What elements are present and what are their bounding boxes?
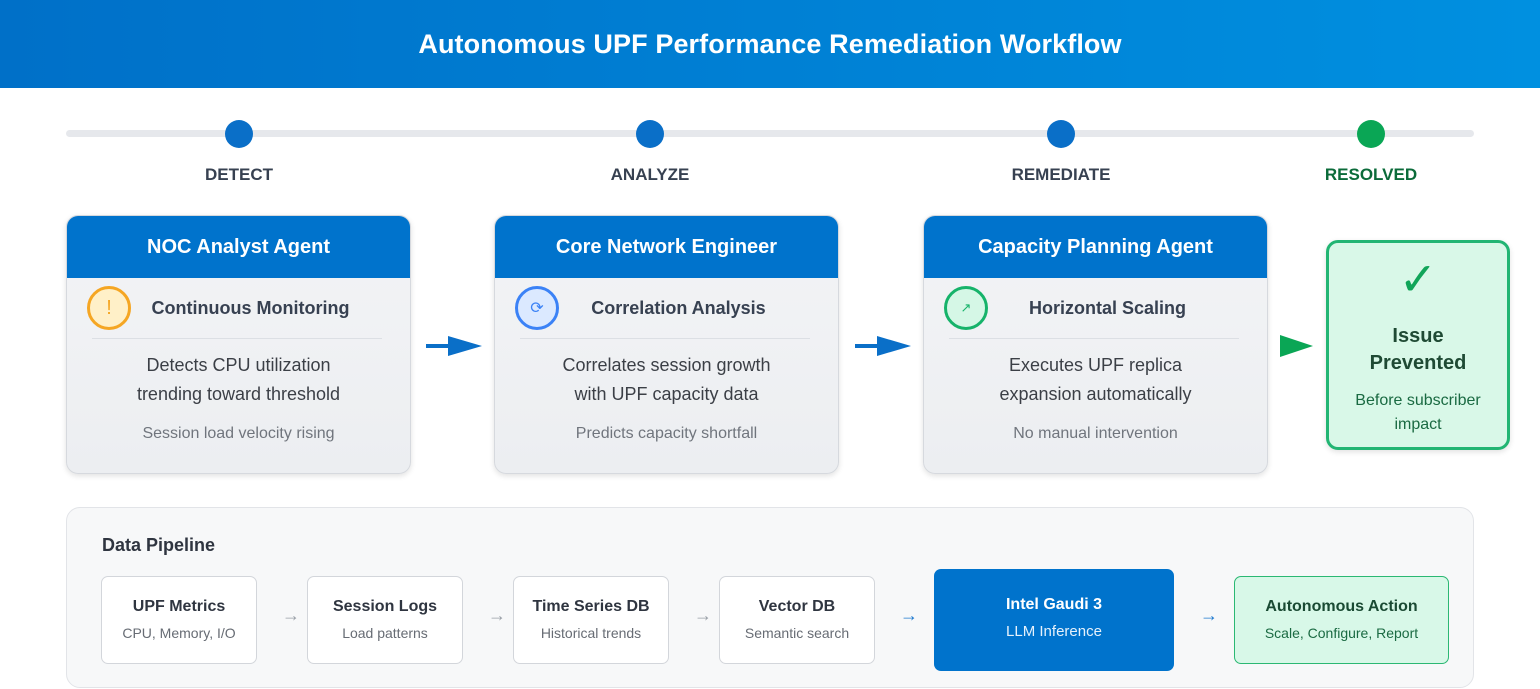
agent-name: Core Network Engineer [495,216,838,278]
arrow-right-icon: → [1200,605,1218,625]
node-title: Intel Gaudi 3 [1005,596,1102,613]
agent-task-row: ! Continuous Monitoring [67,278,410,338]
node-title: UPF Metrics [132,598,226,615]
node-title: Session Logs [332,598,438,615]
arrow-right-icon: → [488,605,506,625]
description-line: trending toward threshold [136,384,341,404]
agent-task-title: Correlation Analysis [591,297,766,318]
agent-name: NOC Analyst Agent [67,216,410,278]
data-pipeline-panel: Data Pipeline UPF Metrics CPU, Memory, I… [66,507,1474,688]
description-line: Correlates session growth [562,355,771,375]
pipeline-node-time-series-db: Time Series DB Historical trends [513,576,669,664]
arrow-right-icon: → [282,605,300,625]
node-subtitle: Load patterns [342,625,428,641]
pipeline-node-vector-db: Vector DB Semantic search [719,576,875,664]
agent-name: Capacity Planning Agent [924,216,1267,278]
agent-task-row: ↗ Horizontal Scaling [924,278,1267,338]
pipeline-node-upf-metrics: UPF Metrics CPU, Memory, I/O [101,576,257,664]
flow-arrow-icon [426,336,482,356]
agent-card-capacity-planning: Capacity Planning Agent ↗ Horizontal Sca… [923,215,1268,474]
divider [92,338,382,339]
play-arrow-icon [1280,335,1313,357]
divider [520,338,810,339]
description-line: expansion automatically [999,384,1192,404]
progress-timeline-track [66,130,1474,137]
stage-dot-detect [225,120,253,148]
node-title: Time Series DB [532,598,650,615]
agent-task-row: ⟳ Correlation Analysis [495,278,838,338]
agent-note: Session load velocity rising [142,425,335,442]
outcome-subtitle: Before subscriber impact [1329,389,1507,437]
description-line: Executes UPF replica [1008,355,1183,375]
checkmark-icon: ✓ [1398,253,1438,305]
stage-label-resolved: RESOLVED [1324,165,1418,184]
divider [949,338,1239,339]
node-subtitle: Semantic search [744,625,850,641]
agent-card-core-network-engineer: Core Network Engineer ⟳ Correlation Anal… [494,215,839,474]
agent-description: Executes UPF replica expansion automatic… [924,351,1267,409]
arrow-right-icon: → [694,605,712,625]
agent-note: Predicts capacity shortfall [575,425,758,442]
node-subtitle: LLM Inference [1006,623,1102,640]
refresh-icon: ⟳ [515,286,559,330]
node-title: Vector DB [758,598,836,615]
pipeline-node-session-logs: Session Logs Load patterns [307,576,463,664]
stage-label-detect: DETECT [205,165,273,184]
node-subtitle: Scale, Configure, Report [1264,625,1419,641]
description-line: with UPF capacity data [574,384,759,404]
outcome-subtitle-line: Before subscriber [1355,392,1481,409]
outcome-subtitle-line: impact [1394,416,1442,433]
stage-label-remediate: REMEDIATE [1011,165,1111,184]
flow-arrow-icon [855,336,911,356]
header-banner: Autonomous UPF Performance Remediation W… [0,0,1540,88]
stage-dot-analyze [636,120,664,148]
agent-task-title: Continuous Monitoring [151,297,350,318]
warning-icon: ! [87,286,131,330]
agent-task-title: Horizontal Scaling [1028,297,1187,318]
stage-dot-resolved [1357,120,1385,148]
agent-description: Correlates session growth with UPF capac… [495,351,838,409]
stage-label-analyze: ANALYZE [610,165,690,184]
pipeline-title: Data Pipeline [102,535,216,555]
outcome-title: Issue Prevented [1329,323,1507,377]
node-title: Autonomous Action [1265,598,1418,615]
agent-card-noc-analyst: NOC Analyst Agent ! Continuous Monitorin… [66,215,411,474]
pipeline-node-intel-gaudi: Intel Gaudi 3 LLM Inference [934,569,1174,671]
outcome-title-line: Prevented [1369,352,1467,374]
outcome-issue-prevented: ✓ Issue Prevented Before subscriber impa… [1326,240,1510,450]
node-subtitle: CPU, Memory, I/O [122,625,236,641]
arrow-right-icon: → [900,605,918,625]
agent-description: Detects CPU utilization trending toward … [67,351,410,409]
description-line: Detects CPU utilization [146,355,331,375]
agent-note: No manual intervention [1013,425,1178,442]
node-subtitle: Historical trends [540,625,642,641]
pipeline-node-autonomous-action: Autonomous Action Scale, Configure, Repo… [1234,576,1449,664]
page-title: Autonomous UPF Performance Remediation W… [418,28,1122,59]
outcome-title-line: Issue [1392,325,1444,347]
trend-up-icon: ↗ [944,286,988,330]
stage-dot-remediate [1047,120,1075,148]
